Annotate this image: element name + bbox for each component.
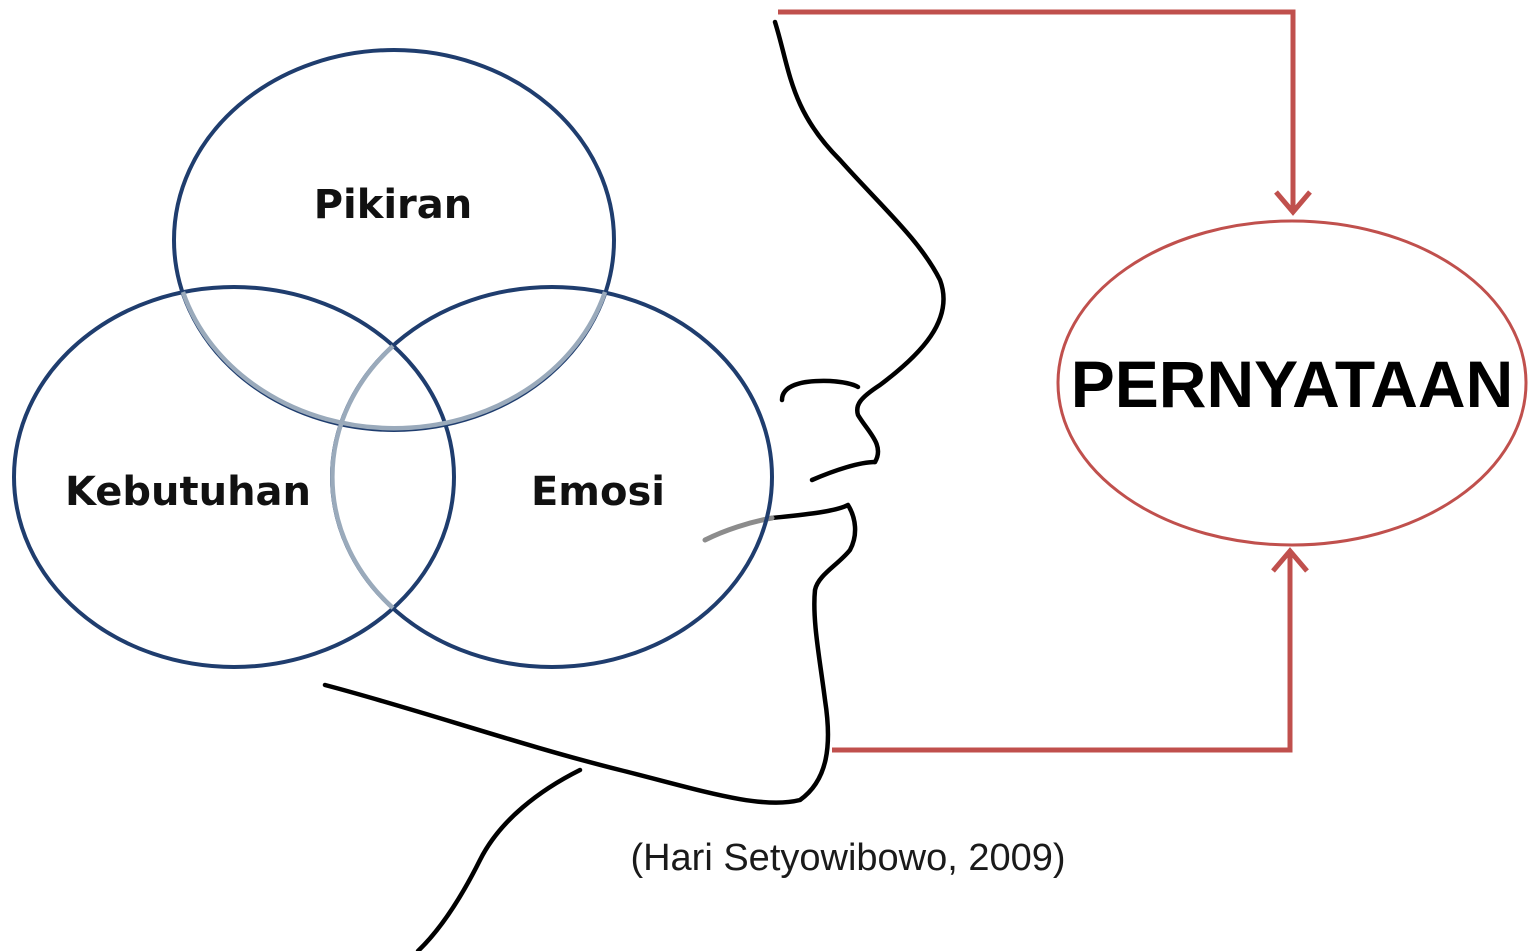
venn-overlap-right-left-arc bbox=[330, 344, 395, 610]
profile-mouth bbox=[322, 502, 858, 805]
profile-nostril bbox=[779, 378, 861, 403]
profile-upper-lip bbox=[809, 459, 878, 483]
top-connector-line bbox=[778, 9, 1296, 210]
face-profile bbox=[322, 19, 946, 951]
venn-label-left: Kebutuhan bbox=[65, 469, 311, 515]
connector-arrows bbox=[778, 9, 1312, 753]
venn-label-top: Pikiran bbox=[314, 182, 473, 228]
bottom-arrowhead bbox=[1271, 547, 1309, 573]
bottom-connector-line bbox=[832, 552, 1293, 753]
profile-forehead-nose bbox=[772, 19, 946, 465]
citation-text: (Hari Setyowibowo, 2009) bbox=[630, 837, 1065, 879]
venn-overlap-top-bottom-arc bbox=[180, 291, 608, 431]
venn-circle-left bbox=[12, 285, 456, 669]
profile-neck bbox=[415, 767, 583, 951]
venn-label-right: Emosi bbox=[531, 469, 665, 515]
result-label: PERNYATAAN bbox=[1071, 347, 1514, 421]
result-ellipse bbox=[1056, 219, 1528, 547]
top-arrowhead bbox=[1274, 190, 1312, 216]
venn-diagram bbox=[12, 48, 774, 669]
